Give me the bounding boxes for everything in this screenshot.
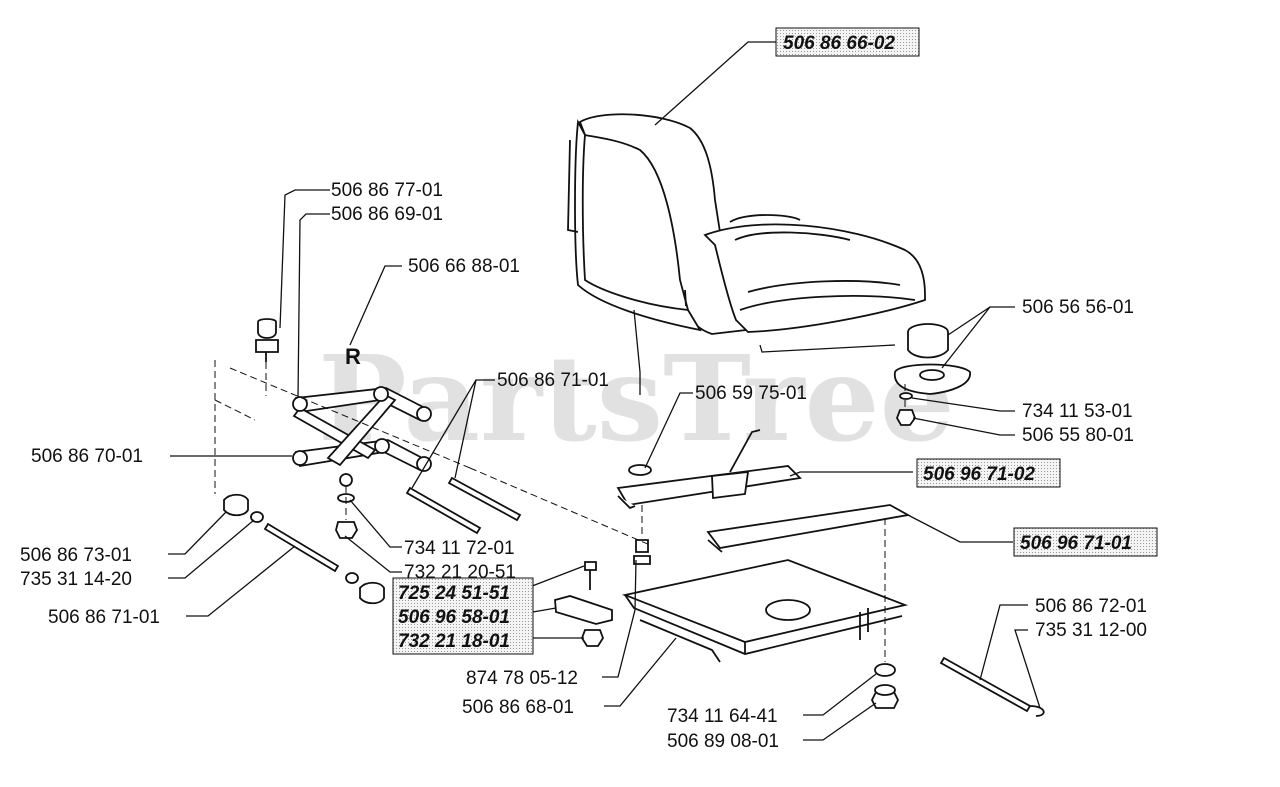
pin-upper-part-number: 506 86 71-01 [497, 370, 609, 391]
seat-knob-illustration [894, 323, 971, 426]
clip-right-part-number: 735 31 12-00 [1035, 620, 1147, 641]
rail-lower-label-box [1013, 527, 1158, 557]
washer-seat-part-number: 734 11 53-01 [1022, 401, 1133, 422]
seat-label-box [775, 27, 920, 57]
bracket-r-part-number: 506 66 88-01 [408, 256, 520, 277]
hardware-bottom-illustration [870, 663, 900, 709]
nut-seat-part-number: 506 55 80-01 [1022, 425, 1134, 446]
bushing-part-number: 506 86 73-01 [20, 545, 132, 566]
rail-upper-label-box [916, 458, 1061, 488]
rod-right-part-number: 506 86 72-01 [1035, 596, 1147, 617]
pins-illustration [263, 476, 1045, 717]
knob-top-part-number: 506 86 77-01 [331, 180, 443, 201]
washer-bottom-part-number: 734 11 64-41 [667, 706, 778, 727]
rail-upper-part-number: 506 96 71-02 [923, 464, 1035, 485]
washer-mid-part-number: 734 11 72-01 [404, 538, 515, 559]
nut-bottom-part-number: 506 89 08-01 [667, 731, 779, 752]
spacer-part-number: 506 59 75-01 [695, 383, 807, 404]
bolt-box-part-number: 725 24 51-51 [398, 583, 510, 604]
rails-illustration [616, 429, 911, 565]
plate-box-part-number: 506 96 58-01 [398, 607, 510, 628]
pin-lower-part-number: 506 86 71-01 [48, 607, 160, 628]
seat-illustration [567, 113, 926, 335]
bolt-center-part-number: 874 78 05-12 [466, 668, 578, 689]
assembly-axes [214, 360, 906, 662]
base-plate-part-number: 506 86 68-01 [462, 697, 574, 718]
clip-left-part-number: 735 31 14-20 [20, 569, 132, 590]
watermark: PartsTree [318, 329, 955, 468]
seat-part-number: 506 86 66-02 [783, 33, 895, 54]
seat-knob-part-number: 506 56 56-01 [1022, 297, 1134, 318]
nut-box-part-number: 732 21 18-01 [398, 631, 510, 652]
rail-lower-part-number: 506 96 71-01 [1020, 533, 1132, 554]
knob-bottom-part-number: 506 86 69-01 [331, 204, 443, 225]
side-mark-r: R [345, 344, 361, 369]
box-group-frame [392, 577, 534, 655]
box-hardware-illustration [554, 561, 613, 647]
knob-illustration [255, 318, 279, 362]
leader-lines [168, 41, 1041, 741]
scissor-linkage-illustration [292, 386, 432, 487]
base-plate-illustration [621, 559, 909, 663]
pivot-left-part-number: 506 86 70-01 [31, 446, 143, 467]
hardware-left-illustration [223, 493, 385, 605]
